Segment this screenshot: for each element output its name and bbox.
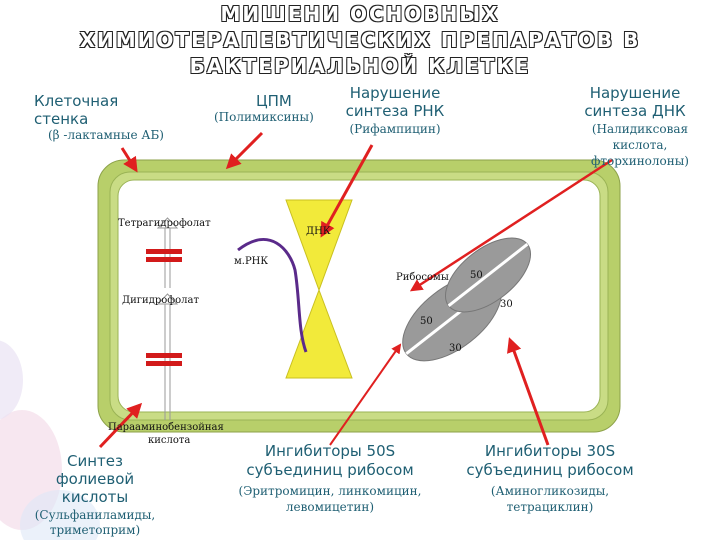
mrna-strand: [237, 238, 308, 353]
cell-wall-title-2: стенка: [34, 110, 89, 128]
ribosome-2-30-label: 30: [500, 299, 513, 310]
dna-label: ДНК: [306, 226, 331, 237]
thf-label: Тетрагидрофолат: [118, 218, 211, 229]
folate-title-1: Синтез: [67, 452, 123, 470]
cpm-drugs: (Полимиксины): [214, 110, 314, 124]
rna-title-1: Нарушение: [349, 84, 441, 102]
s30-drugs-1: (Аминогликозиды,: [490, 484, 610, 498]
dna-title-1: Нарушение: [589, 84, 681, 102]
arrow-30s: [507, 337, 550, 446]
s30-title-2: субъединиц рибосом: [466, 461, 634, 479]
dna-title-2: синтеза ДНК: [584, 102, 686, 120]
s50-drugs-1: (Эритромицин, линкомицин,: [238, 484, 422, 498]
ribosomes-label: Рибосомы: [396, 272, 449, 283]
balloon-decoration: [0, 340, 23, 420]
ribosome-2: [444, 237, 532, 313]
arrow-dna: [409, 158, 613, 292]
folate-title-2: фолиевой: [55, 470, 135, 488]
mrna-label: м.РНК: [234, 256, 269, 267]
block-bar-dhf: [146, 353, 182, 358]
rna-title-2: синтеза РНК: [345, 102, 445, 120]
title-line-2: ХИМИОТЕРАПЕВТИЧЕСКИХ ПРЕПАРАТОВ В: [79, 28, 641, 52]
folate-title-3: кислоты: [61, 488, 129, 506]
ribosome-2-50-label: 50: [470, 270, 483, 281]
arrow-50s: [329, 343, 402, 446]
dna-drugs-1: (Налидиксовая: [591, 122, 689, 136]
title-line-1: МИШЕНИ ОСНОВНЫХ: [220, 2, 500, 26]
cytoplasm: [117, 179, 601, 413]
block-bar-thf: [146, 249, 182, 254]
paba-label-line-2: кислота: [148, 435, 191, 446]
cell-wall-drugs: (β -лактамные АБ): [48, 128, 164, 142]
dhf-label: Дигидрофолат: [122, 295, 199, 306]
balloon-decoration: [20, 490, 100, 540]
s50-title-1: Ингибиторы 50S: [264, 442, 396, 460]
title-line-3: БАКТЕРИАЛЬНОЙ КЛЕТКЕ: [189, 54, 531, 78]
dna-shape-top: [285, 199, 353, 292]
cell-wall-title-1: Клеточная: [34, 92, 119, 110]
s50-drugs-2: левомицетин): [285, 500, 375, 514]
ribosome-1-30-label: 30: [449, 343, 462, 354]
dna-drugs-3: фторхинолоны): [590, 154, 689, 168]
folate-drugs-1: (Сульфаниламиды,: [34, 508, 156, 522]
arrow-rna: [320, 144, 374, 238]
s50-title-2: субъединиц рибосом: [246, 461, 414, 479]
arrow-cpm: [225, 131, 264, 170]
folate-drugs-2: триметоприм): [49, 523, 141, 537]
s30-title-1: Ингибиторы 30S: [484, 442, 616, 460]
s30-drugs-2: тетрациклин): [506, 500, 594, 514]
paba-label-line-1: Парааминобензойная: [108, 422, 224, 433]
arrow-cell-wall: [120, 147, 138, 173]
ribosome-1-50-label: 50: [420, 316, 433, 327]
rna-drugs: (Рифампицин): [349, 122, 441, 136]
cpm-title: ЦПМ: [256, 92, 292, 110]
arrow-folate: [98, 402, 143, 449]
dna-drugs-2: кислота,: [612, 138, 668, 152]
